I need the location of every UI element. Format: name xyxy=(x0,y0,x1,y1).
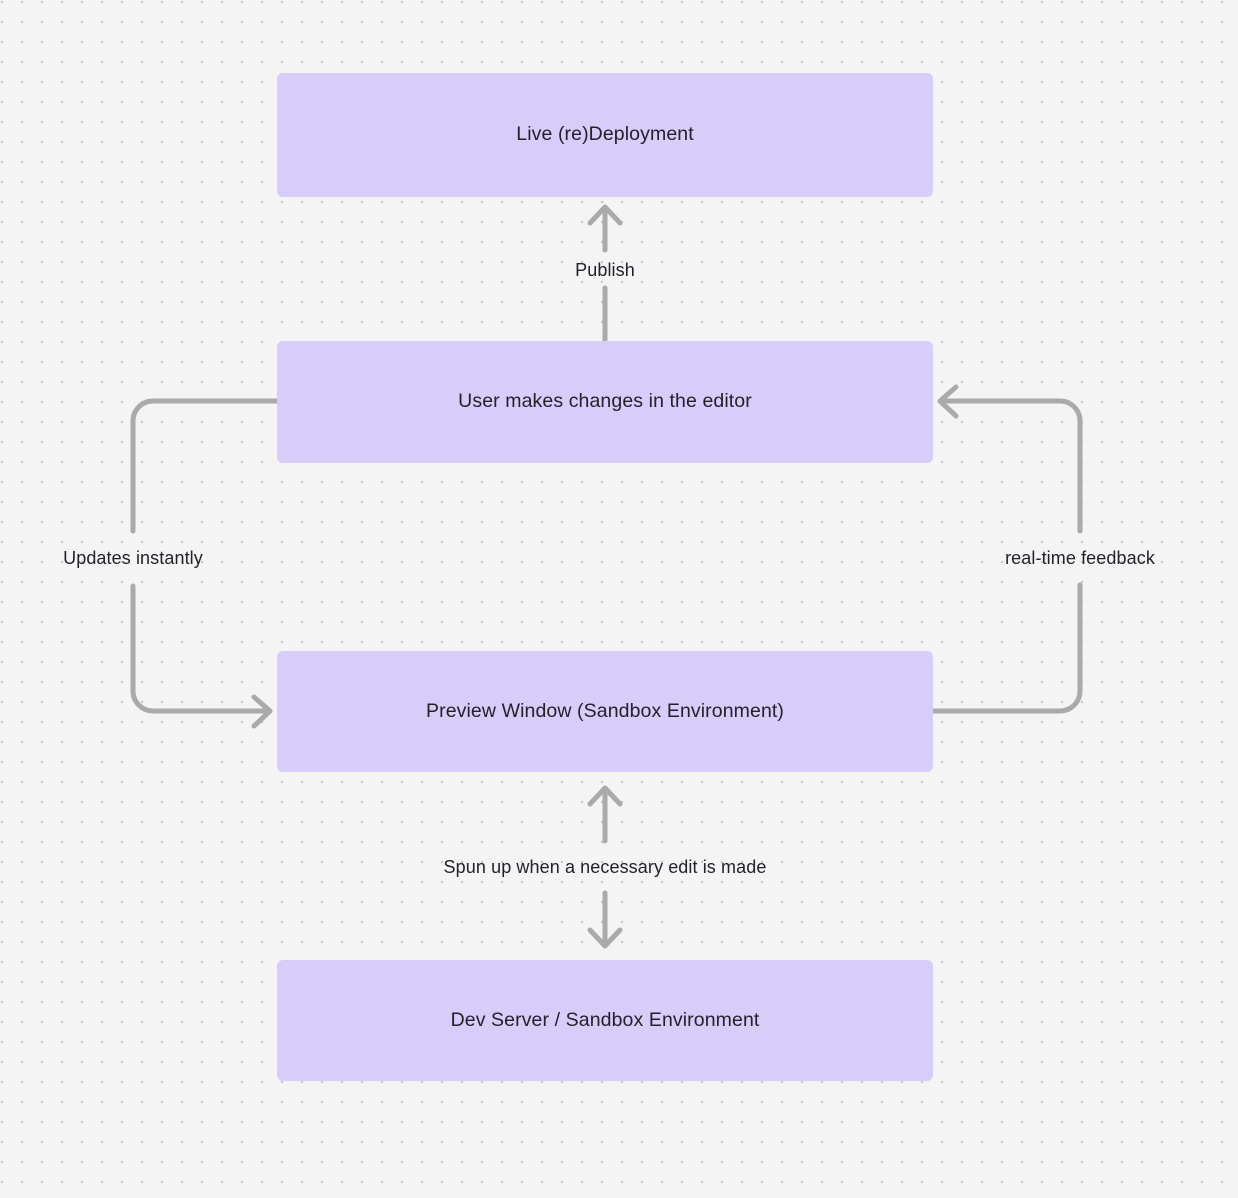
edge-label-real-time-feedback: real-time feedback xyxy=(1005,548,1155,568)
edge-label-updates-instantly: Updates instantly xyxy=(63,548,203,568)
node-user-makes-changes-label: User makes changes in the editor xyxy=(458,390,752,413)
node-user-makes-changes[interactable]: User makes changes in the editor xyxy=(277,341,933,463)
edge-label-spun-up: Spun up when a necessary edit is made xyxy=(443,857,767,877)
node-preview-window[interactable]: Preview Window (Sandbox Environment) xyxy=(277,651,933,772)
node-live-redeployment[interactable]: Live (re)Deployment xyxy=(277,73,933,197)
edge-label-publish: Publish xyxy=(575,260,635,280)
node-dev-server[interactable]: Dev Server / Sandbox Environment xyxy=(277,960,933,1081)
node-preview-window-label: Preview Window (Sandbox Environment) xyxy=(426,699,784,722)
node-live-redeployment-label: Live (re)Deployment xyxy=(516,123,694,146)
node-dev-server-label: Dev Server / Sandbox Environment xyxy=(450,1008,760,1031)
